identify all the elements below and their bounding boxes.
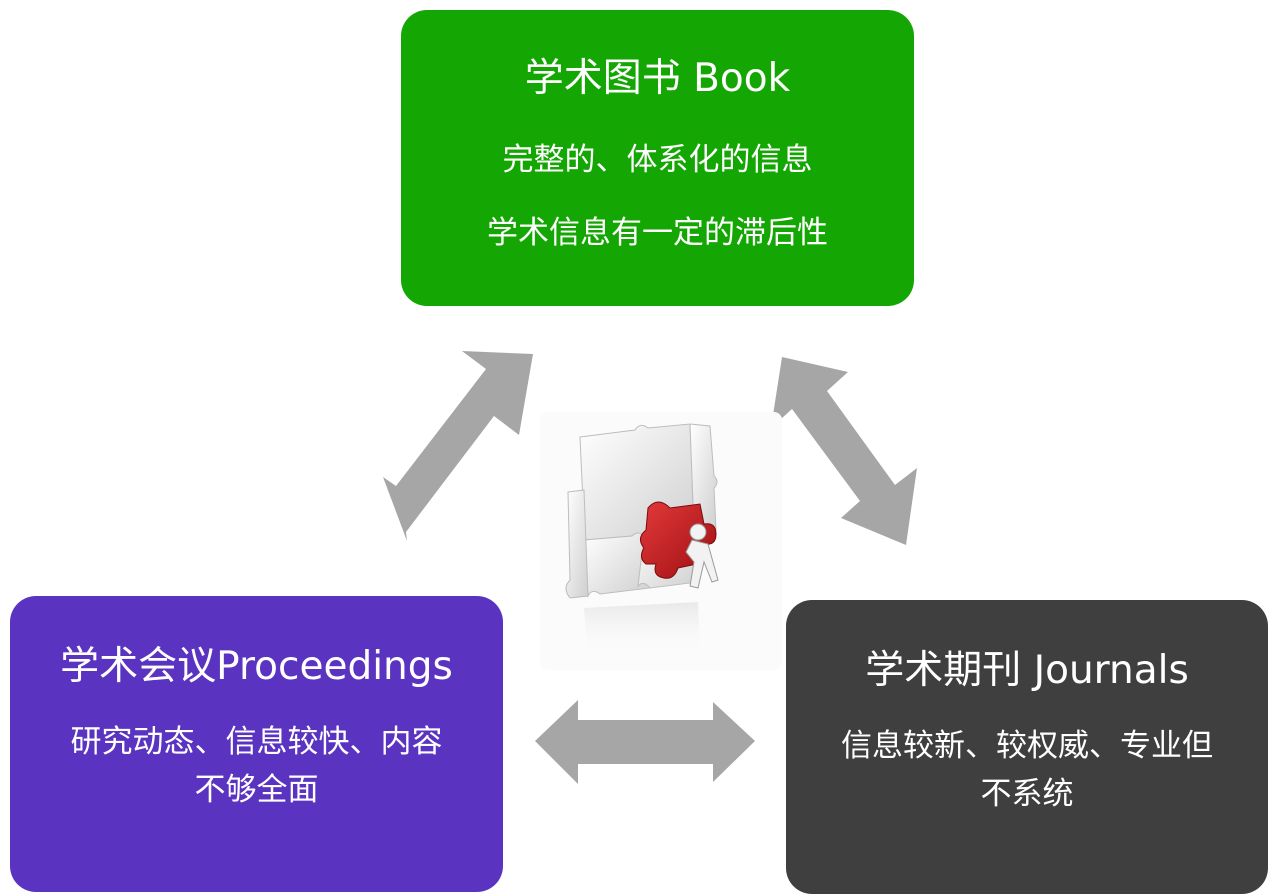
journals-description-line-2: 不系统: [980, 776, 1074, 812]
puzzle-assembly-icon: [540, 412, 782, 670]
book-box: 学术图书 Book 完整的、体系化的信息 学术信息有一定的滞后性: [401, 10, 914, 306]
journals-box: 学术期刊 Journals 信息较新、较权威、专业但 不系统: [786, 600, 1268, 894]
book-description-line-1: 完整的、体系化的信息: [502, 142, 813, 178]
proceedings-title: 学术会议Proceedings: [60, 644, 453, 689]
journals-description-line-1: 信息较新、较权威、专业但: [841, 728, 1213, 764]
proceedings-box: 学术会议Proceedings 研究动态、信息较快、内容 不够全面: [10, 596, 503, 892]
double-arrow-book-proceedings-icon: [383, 351, 533, 541]
book-title: 学术图书 Book: [524, 56, 791, 101]
pushing-figure: [685, 523, 719, 589]
proceedings-description-line-2: 不够全面: [194, 772, 319, 808]
double-arrow-proceedings-journals-icon: [535, 700, 755, 784]
double-arrow-book-journals-icon: [771, 357, 917, 545]
book-description-line-2: 学术信息有一定的滞后性: [487, 215, 828, 251]
journals-title: 学术期刊 Journals: [865, 648, 1189, 693]
proceedings-description-line-1: 研究动态、信息较快、内容: [70, 724, 443, 760]
